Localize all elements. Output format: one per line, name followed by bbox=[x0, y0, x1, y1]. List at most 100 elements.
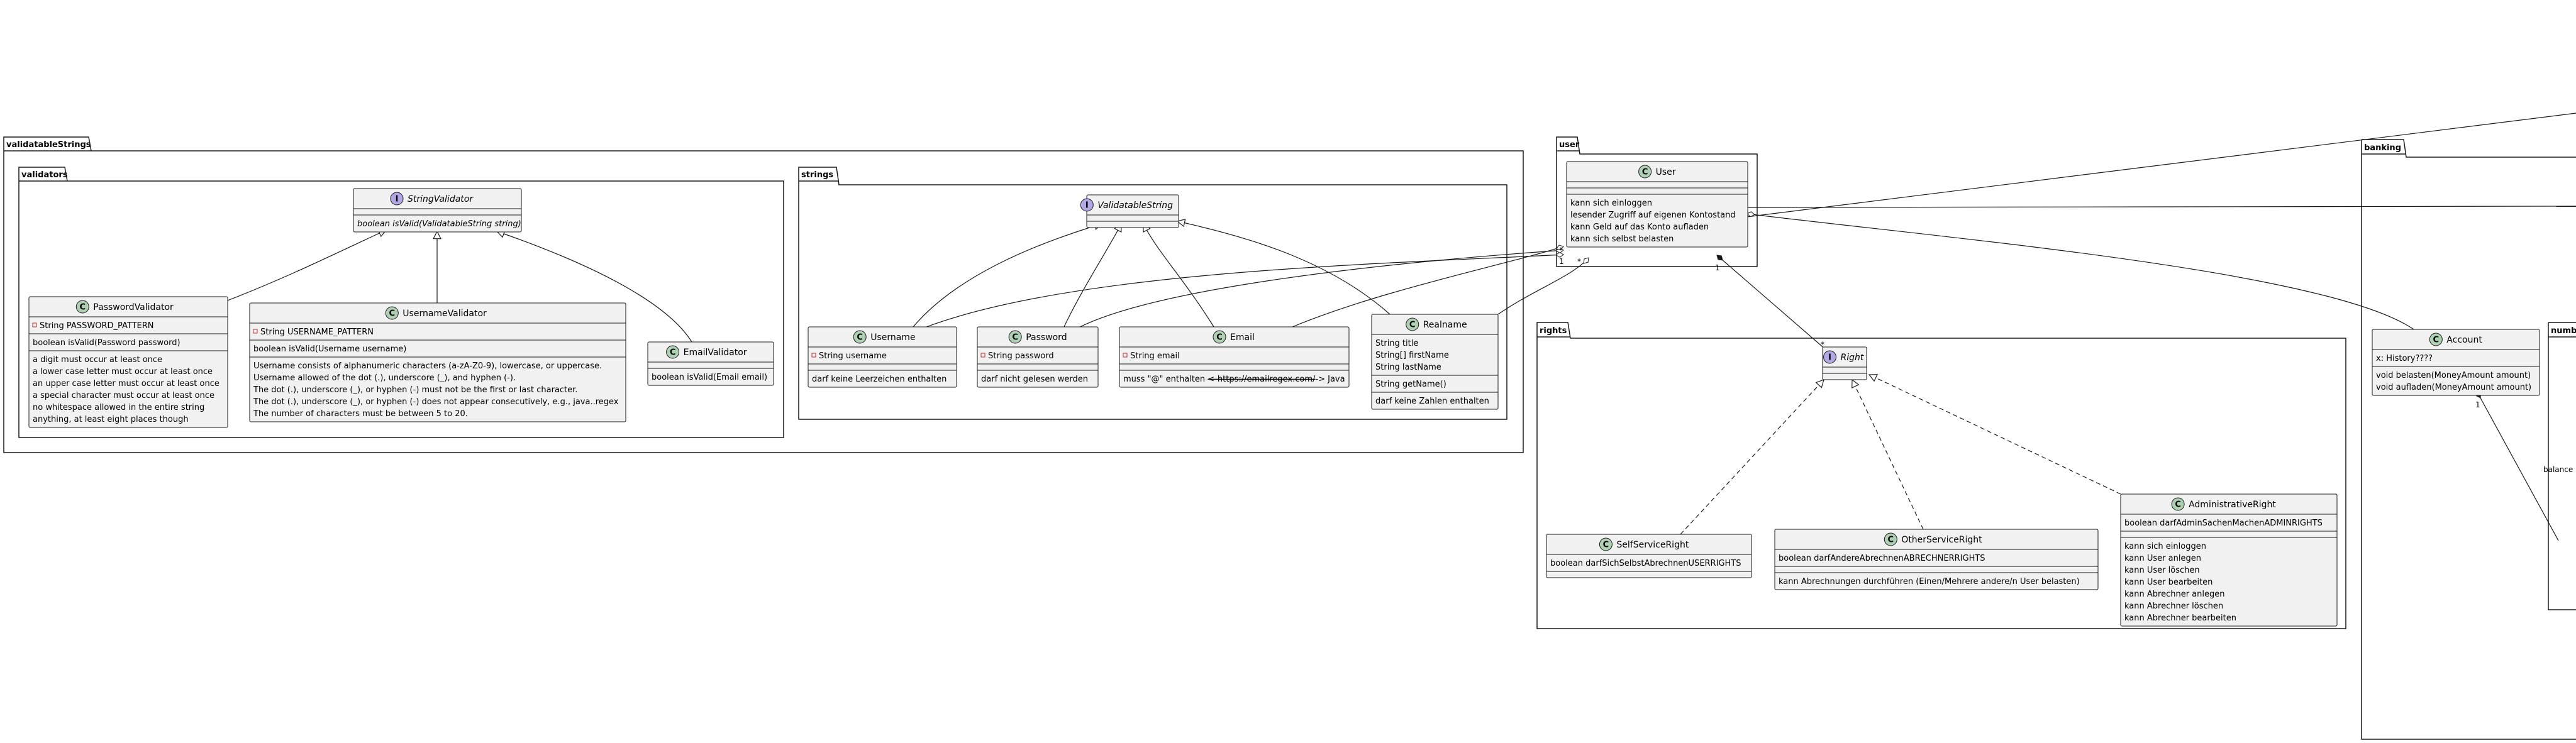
mult-right-star: * bbox=[1821, 340, 1824, 349]
class-method: void belasten(MoneyAmount amount) bbox=[2376, 371, 2531, 380]
package-rights: rights bbox=[1536, 322, 2346, 629]
class-stereotype-icon bbox=[1213, 330, 1226, 344]
stereotype-letter: I bbox=[396, 195, 399, 204]
class-method: String getName() bbox=[1375, 380, 1446, 389]
relation-realname-validatablestring bbox=[1177, 221, 1391, 315]
private-field-icon bbox=[253, 329, 258, 334]
relations bbox=[227, 113, 2576, 541]
package-numb: numb bbox=[2548, 322, 2576, 610]
class-note: anything, at least eight places though bbox=[33, 415, 189, 424]
stereotype-letter: C bbox=[1012, 333, 1018, 343]
class-method: void aufladen(MoneyAmount amount) bbox=[2376, 383, 2531, 392]
class-method: boolean isValid(Email email) bbox=[652, 373, 767, 382]
private-field-icon bbox=[1123, 353, 1128, 358]
package-banking: banking bbox=[2361, 139, 2576, 740]
package-banking-label: banking bbox=[2364, 143, 2401, 153]
class-stereotype-icon bbox=[1884, 532, 1897, 546]
relation-passwordvalidator-stringvalidator bbox=[227, 230, 386, 301]
stereotype-letter: C bbox=[2175, 500, 2181, 510]
stereotype-letter: I bbox=[1828, 353, 1831, 363]
package-rights-label: rights bbox=[1540, 326, 1567, 336]
class-field: boolean darfAndereAbrechnenABRECHNERRIGH… bbox=[1779, 554, 1985, 563]
class-note: darf keine Leerzeichen enthalten bbox=[812, 375, 947, 384]
class-note: a lower case letter must occur at least … bbox=[33, 367, 213, 377]
class-stereotype-icon bbox=[2429, 333, 2443, 346]
class-name: EmailValidator bbox=[684, 348, 747, 358]
relation-password-user bbox=[1064, 247, 1564, 336]
class-field: String username bbox=[819, 351, 887, 361]
relation-username-user bbox=[919, 251, 1564, 330]
class-note: Username consists of alphanumeric charac… bbox=[253, 361, 602, 371]
class-note: kann sich einloggen bbox=[2124, 542, 2206, 551]
class-field: String password bbox=[988, 351, 1054, 361]
class-name: PasswordValidator bbox=[93, 302, 174, 312]
class-name: Account bbox=[2446, 335, 2482, 345]
package-strings-label: strings bbox=[801, 170, 833, 180]
stereotype-letter: I bbox=[1085, 201, 1089, 211]
private-field-icon bbox=[811, 353, 816, 358]
class-note: kann Abrechner anlegen bbox=[2124, 590, 2225, 599]
class-note: darf keine Zahlen enthalten bbox=[1375, 397, 1489, 406]
class-stereotype-icon bbox=[75, 300, 89, 314]
class-stereotype-icon bbox=[666, 345, 680, 359]
class-field: boolean darfAdminSachenMachenADMINRIGHTS bbox=[2124, 519, 2323, 528]
class-note: kann User löschen bbox=[2124, 566, 2200, 575]
package-validatablestrings-label: validatableStrings bbox=[6, 140, 91, 150]
interface-stereotype-icon bbox=[1080, 198, 1094, 212]
class-field: String[] firstName bbox=[1375, 351, 1449, 360]
class-note: kann sich einloggen bbox=[1570, 199, 1652, 208]
class-stereotype-icon bbox=[1599, 537, 1613, 551]
class-note: no whitespace allowed in the entire stri… bbox=[33, 403, 204, 412]
stereotype-letter: C bbox=[2433, 336, 2440, 345]
class-field: String email bbox=[1130, 351, 1180, 361]
relation-emailvalidator-stringvalidator bbox=[497, 231, 692, 343]
class-stereotype-icon bbox=[1406, 317, 1419, 331]
class-note: a special character must occur at least … bbox=[33, 391, 214, 400]
label-balance: balance bbox=[2543, 465, 2573, 474]
private-field-icon bbox=[980, 353, 985, 358]
class-field: boolean darfSichSelbstAbrechnenUSERRIGHT… bbox=[1550, 559, 1741, 568]
class-name: User bbox=[1656, 167, 1676, 177]
class-method: boolean isValid(ValidatableString string… bbox=[357, 219, 521, 229]
class-name: Realname bbox=[1423, 320, 1467, 330]
relation-password-validatablestring bbox=[1062, 224, 1121, 330]
mult-user-star-bottom: * bbox=[1577, 257, 1581, 266]
package-validators: validators bbox=[18, 167, 784, 438]
class-name: UsernameValidator bbox=[402, 309, 487, 319]
class-note: darf nicht gelesen werden bbox=[981, 375, 1088, 384]
class-stereotype-icon bbox=[1638, 165, 1652, 179]
class-account: Account Cx: History???? void belasten(Mone… bbox=[2372, 329, 2540, 396]
stereotype-letter: C bbox=[670, 348, 676, 358]
stereotype-letter: C bbox=[1409, 321, 1416, 330]
package-strings: strings bbox=[798, 167, 1507, 420]
class-note: The dot (.), underscore (_), or hyphen (… bbox=[253, 385, 577, 395]
class-note: The dot (.), underscore (_), or hyphen (… bbox=[253, 397, 619, 407]
class-name: Email bbox=[1230, 333, 1255, 343]
package-numb-label: numb bbox=[2551, 326, 2576, 336]
mult-user-star-left: * bbox=[1559, 246, 1563, 255]
relation-user-offscreen-mid bbox=[1746, 206, 2576, 208]
package-user: user bbox=[1556, 136, 1758, 267]
class-note: an upper case letter must occur at least… bbox=[33, 379, 219, 388]
class-field: x: History???? bbox=[2376, 354, 2433, 363]
stereotype-letter: C bbox=[80, 303, 86, 312]
class-note: kann User anlegen bbox=[2124, 554, 2201, 563]
class-field: String USERNAME_PATTERN bbox=[260, 327, 374, 337]
class-stereotype-icon bbox=[853, 330, 867, 344]
interface-stereotype-icon bbox=[1823, 350, 1836, 364]
class-field: String title bbox=[1375, 339, 1418, 348]
class-name: StringValidator bbox=[408, 194, 474, 204]
relation-email-validatablestring bbox=[1143, 224, 1214, 327]
relation-email-user bbox=[1292, 245, 1564, 327]
class-note: a digit must occur at least once bbox=[33, 355, 162, 365]
stereotype-letter: C bbox=[857, 333, 863, 343]
